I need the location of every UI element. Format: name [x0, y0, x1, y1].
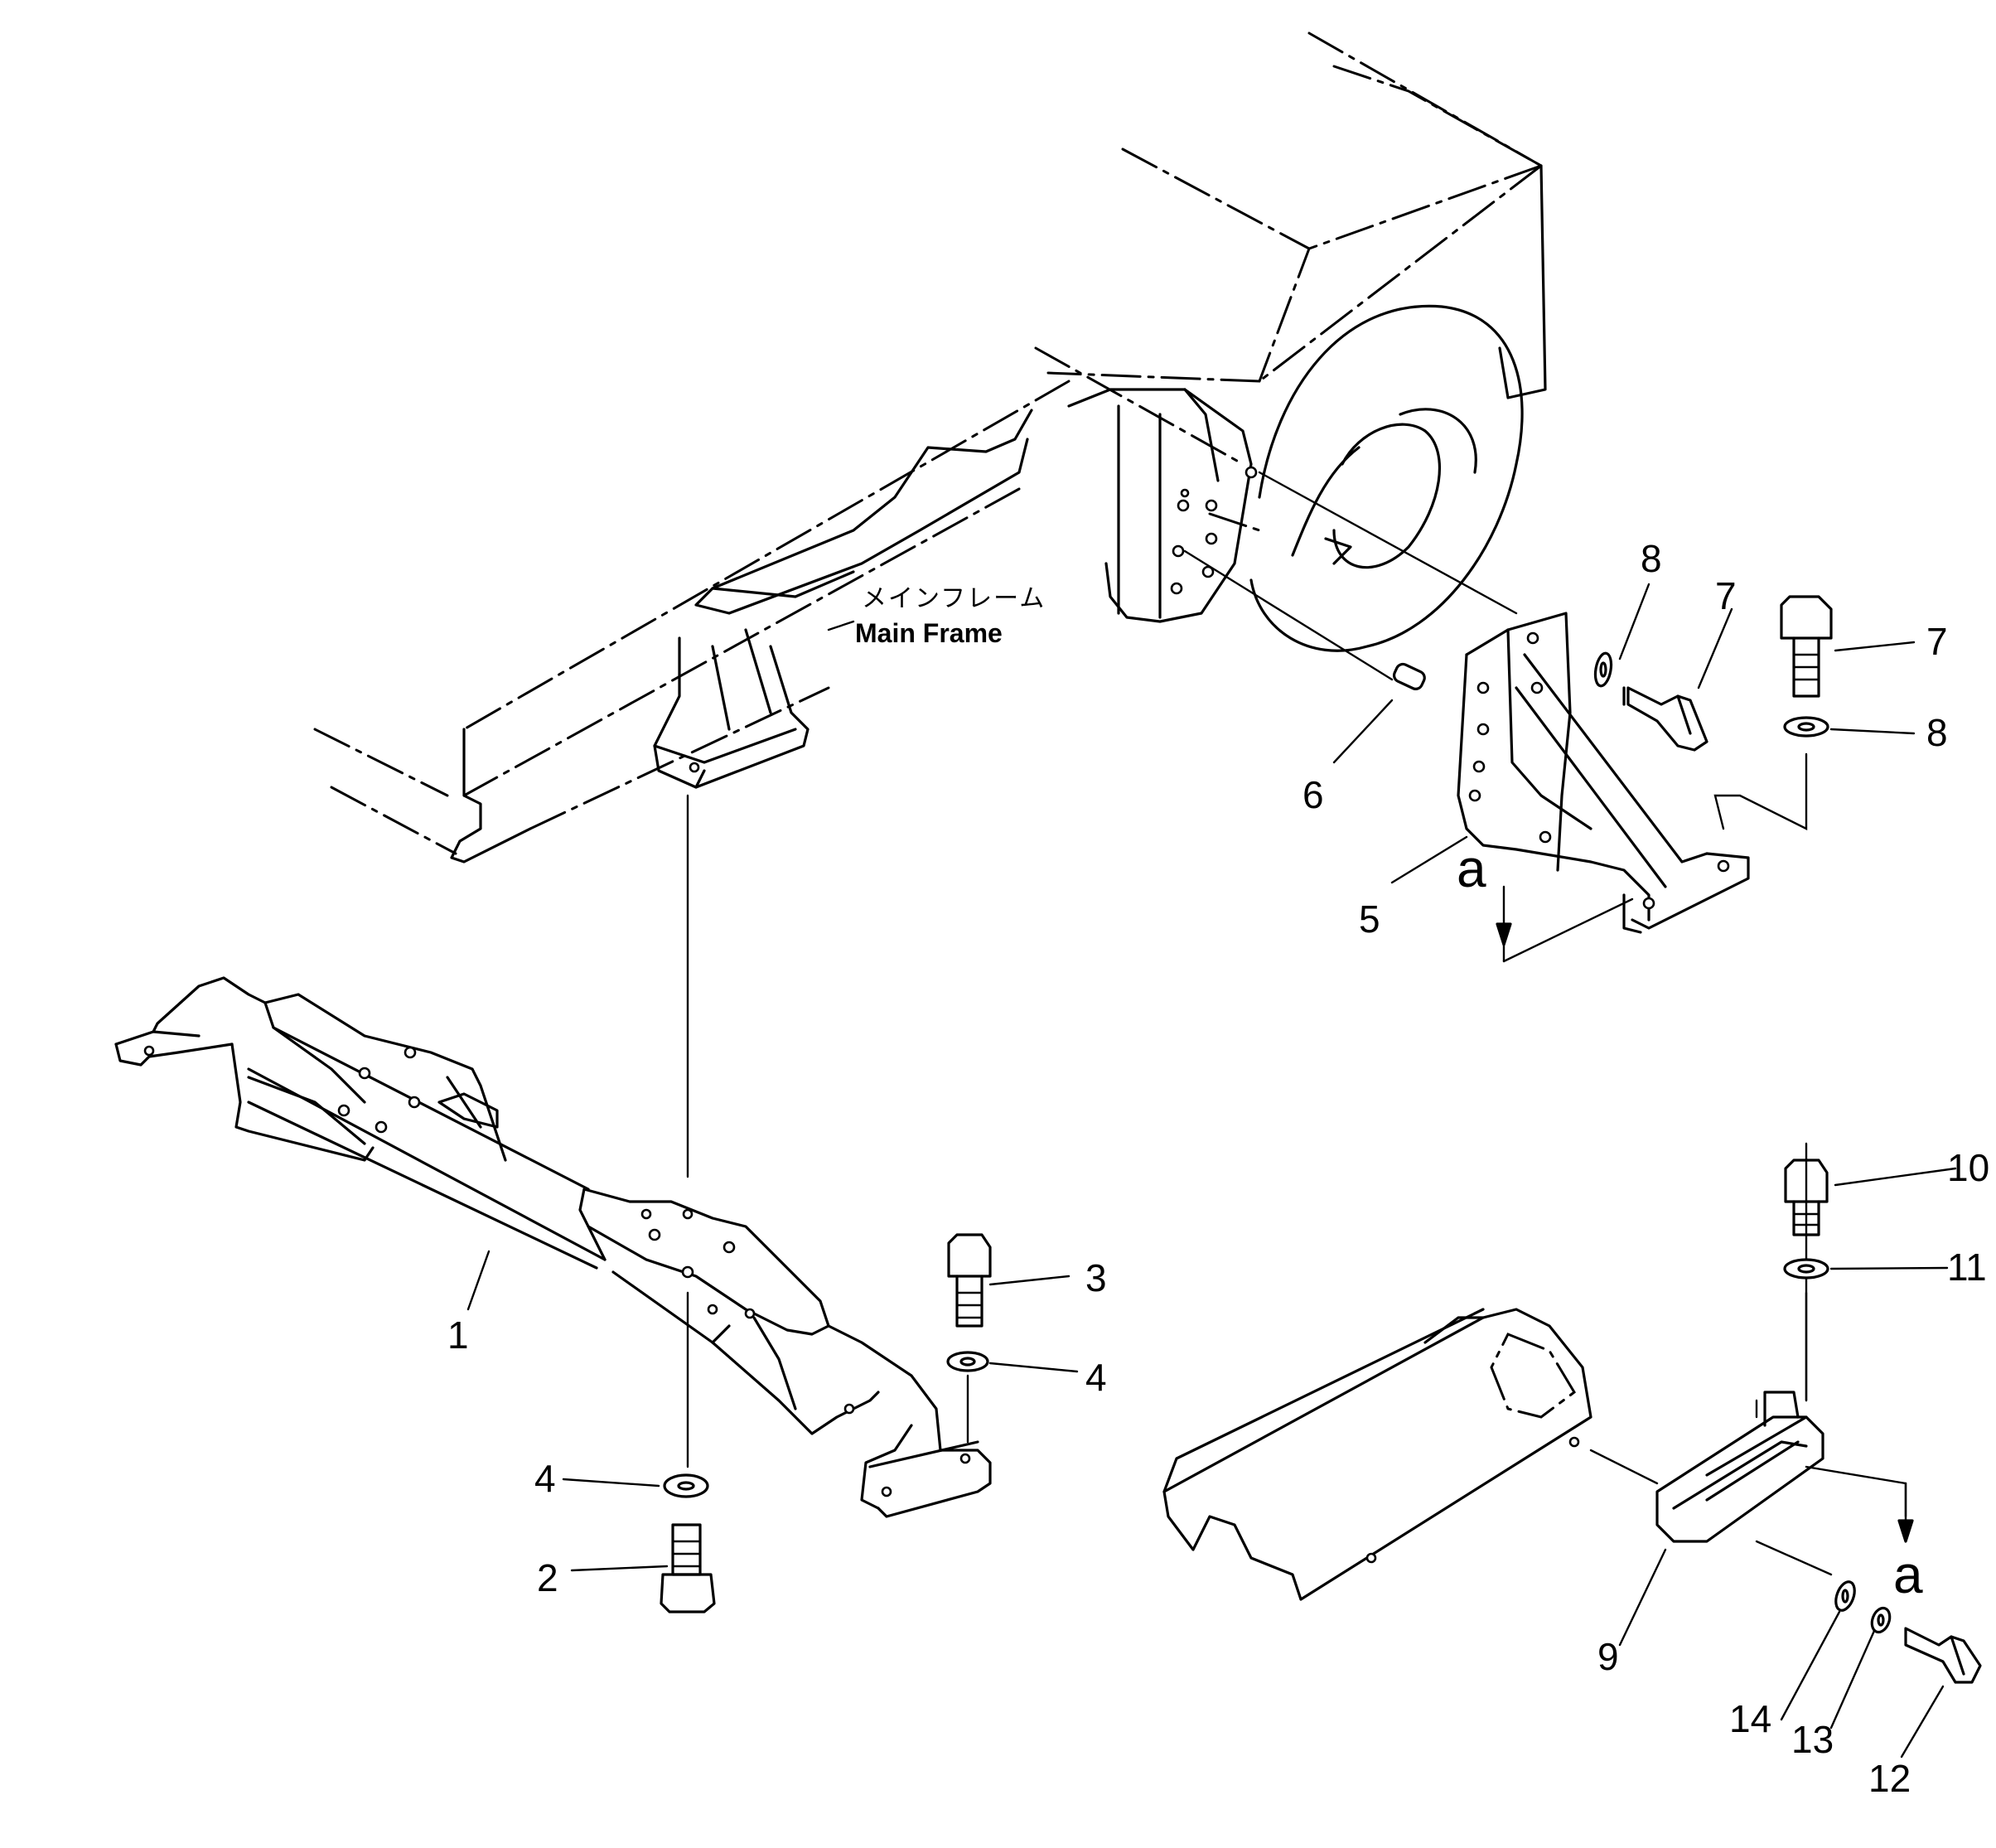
callout-7-bolt: 7 [1715, 574, 1737, 617]
part-11-washer [1783, 1258, 1829, 1280]
callout-2: 2 [537, 1556, 558, 1599]
callout-3: 3 [1085, 1256, 1107, 1299]
part-9-mount-bracket [1655, 1142, 1907, 1576]
part-10-bolt [1784, 1159, 1829, 1236]
main-frame-label-jp: メインフレーム [862, 584, 1046, 613]
part-8-washer-vertical [1783, 716, 1829, 738]
part-4-washer-lower [663, 1473, 709, 1498]
callout-4-left: 4 [534, 1457, 556, 1500]
part-8-washer-upper [1593, 651, 1613, 688]
part-4-washer-upper [946, 1351, 989, 1372]
part-3-bolt [947, 1233, 992, 1328]
view-marker-upper: a [1457, 839, 1486, 898]
callout-7-vertical: 7 [1926, 620, 1948, 663]
callout-14: 14 [1729, 1697, 1771, 1740]
callout-8-vertical: 8 [1926, 711, 1948, 754]
part-13-lock-washer [1870, 1606, 1892, 1634]
part-9-guard [1162, 1308, 1659, 1601]
part-12-bolt [1904, 1627, 1982, 1684]
part-2-bolt [660, 1523, 716, 1613]
leader-lines [466, 583, 1957, 1759]
main-frame-label-en: Main Frame [855, 618, 1003, 648]
callout-12: 12 [1868, 1757, 1911, 1800]
part-14-washer [1834, 1580, 1856, 1612]
callout-4-right: 4 [1085, 1356, 1107, 1399]
callouts: 1 2 3 4 4 5 6 7 8 7 8 9 10 11 14 13 12 a… [447, 537, 1989, 1800]
section-arrow-lower [1897, 1482, 1914, 1543]
callout-1: 1 [447, 1313, 469, 1357]
callout-11: 11 [1947, 1246, 1987, 1289]
main-frame [313, 31, 1547, 864]
main-frame-label: メインフレーム Main Frame [827, 584, 1046, 648]
callout-6: 6 [1302, 773, 1324, 816]
callout-13: 13 [1791, 1718, 1834, 1761]
view-marker-lower: a [1893, 1545, 1923, 1604]
part-1-crossmember [114, 976, 992, 1518]
callout-5: 5 [1359, 897, 1380, 941]
callout-10: 10 [1947, 1146, 1989, 1189]
part-7-bolt-horizontal [1622, 686, 1708, 752]
bolt-7-axis [1713, 752, 1808, 830]
section-arrow-upper [1496, 885, 1512, 946]
part-5-bracket [1457, 612, 1750, 963]
callout-9: 9 [1597, 1635, 1619, 1678]
callout-8-washer: 8 [1641, 537, 1662, 580]
part-6-dowel-pin [1392, 662, 1426, 690]
part-7-bolt-vertical [1780, 595, 1833, 698]
